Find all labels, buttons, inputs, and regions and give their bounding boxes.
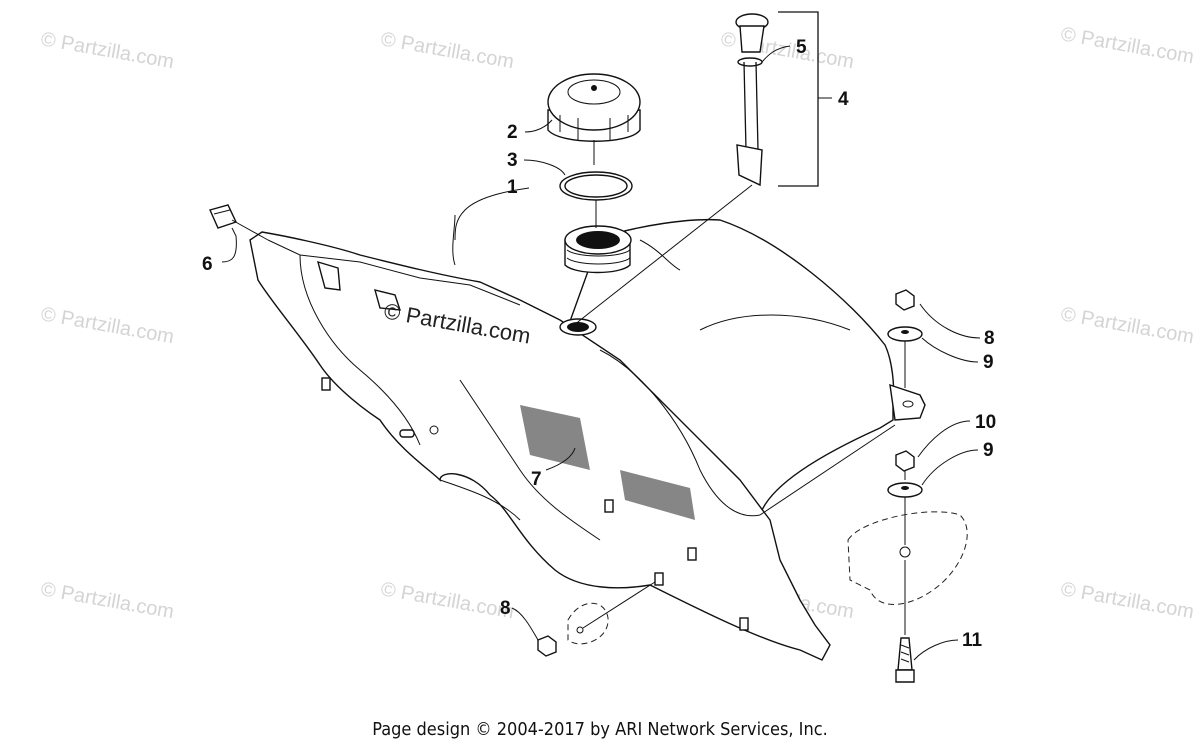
callout-7: 7	[531, 469, 542, 490]
callout-4: 4	[838, 89, 849, 110]
watermark: © Partzilla.com	[1059, 303, 1196, 348]
watermark: © Partzilla.com	[719, 28, 856, 73]
watermark: © Partzilla.com	[1059, 23, 1196, 68]
fuel-tank	[249, 214, 926, 661]
callout-2: 2	[507, 122, 518, 143]
clip-nut	[209, 204, 237, 229]
nut-bottom	[537, 602, 609, 657]
callout-1: 1	[507, 177, 518, 198]
callout-8: 8	[984, 328, 995, 349]
watermark: © Partzilla.com	[39, 578, 176, 623]
mounting-hardware-right	[847, 289, 968, 683]
mounting-studs	[321, 377, 749, 631]
fuel-sender	[735, 13, 769, 187]
watermark: © Partzilla.com	[379, 578, 516, 623]
callout-9: 9	[983, 352, 994, 373]
fuel-cap	[547, 73, 641, 142]
o-ring	[559, 171, 633, 201]
watermark: © Partzilla.com	[379, 28, 516, 73]
callout-8: 8	[500, 598, 511, 619]
watermark: © Partzilla.com	[39, 28, 176, 73]
callout-9: 9	[983, 440, 994, 461]
callout-numbers: 1 2 3 4 5 6 7 8 9 10 9 11 8	[202, 37, 996, 651]
watermark: © Partzilla.com	[1059, 578, 1196, 623]
watermark: © Partzilla.com	[39, 303, 176, 348]
callout-10: 10	[975, 412, 996, 433]
callout-5: 5	[796, 37, 807, 58]
callout-3: 3	[507, 150, 518, 171]
page-footer: Page design © 2004-2017 by ARI Network S…	[372, 719, 828, 740]
leader-lines	[221, 11, 981, 661]
callout-11: 11	[962, 630, 983, 651]
callout-6: 6	[202, 254, 213, 275]
